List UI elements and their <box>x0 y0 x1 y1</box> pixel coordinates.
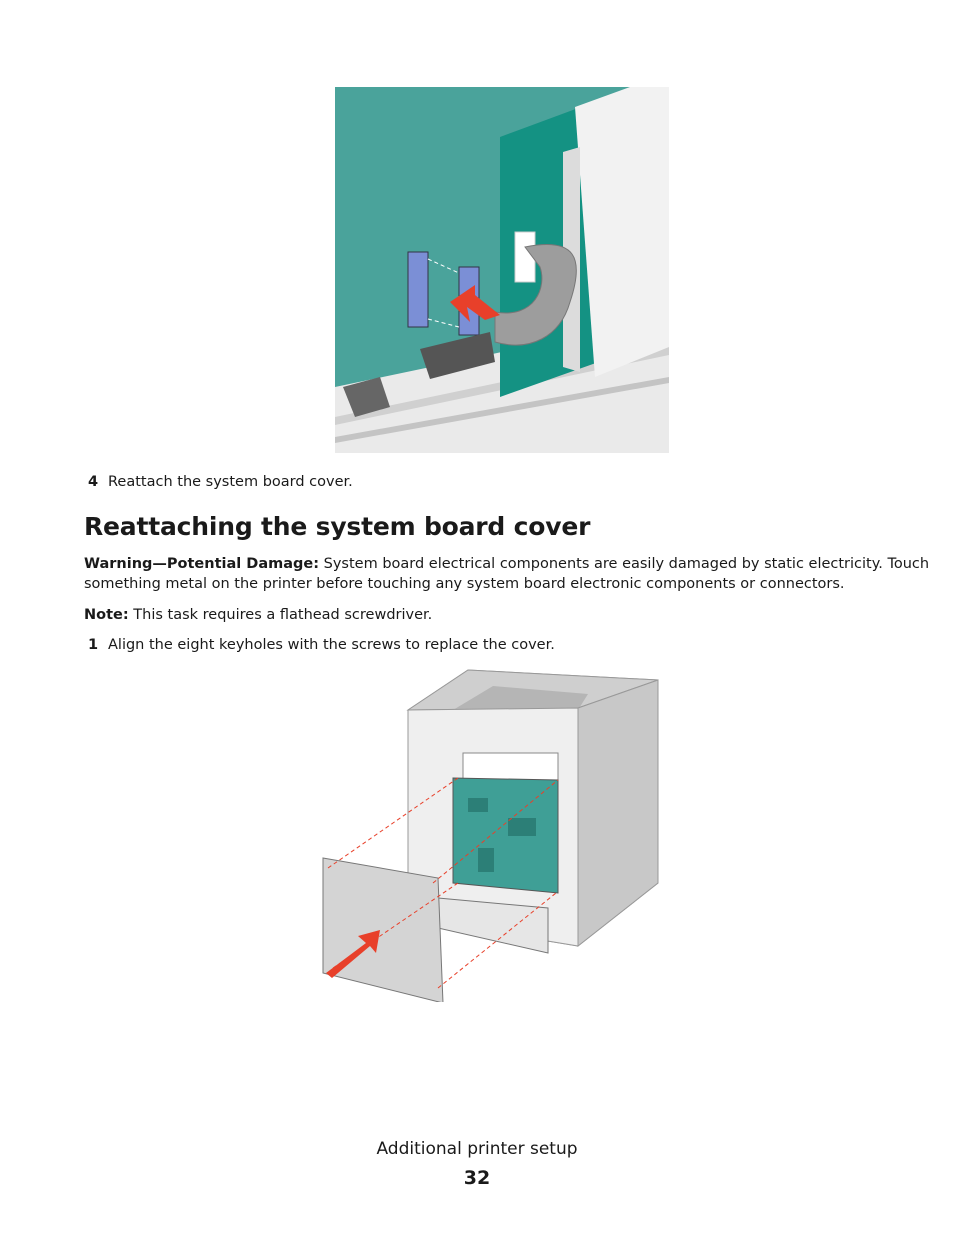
note-label: Note: <box>84 607 129 623</box>
section-title: Reattaching the system board cover <box>84 512 591 541</box>
cable-connection-illustration <box>335 87 669 453</box>
warning-paragraph: Warning—Potential Damage: System board e… <box>84 554 929 594</box>
page-number: 32 <box>463 1167 491 1189</box>
step-number: 1 <box>88 637 99 653</box>
warning-text-line2: something metal on the printer before to… <box>84 576 845 592</box>
step-number: 4 <box>88 474 99 490</box>
note-text: This task requires a flathead screwdrive… <box>133 607 433 623</box>
warning-label: Warning—Potential Damage: <box>84 556 320 572</box>
step-text: Align the eight keyholes with the screws… <box>108 637 555 653</box>
warning-text-line1: System board electrical components are e… <box>323 556 930 572</box>
printer-cover-illustration <box>318 668 660 1002</box>
step-4: 4 Reattach the system board cover. <box>88 472 688 492</box>
footer-title: Additional printer setup <box>376 1139 578 1159</box>
step-1: 1 Align the eight keyholes with the scre… <box>88 635 688 655</box>
step-text: Reattach the system board cover. <box>108 474 353 490</box>
note-paragraph: Note: This task requires a flathead scre… <box>84 605 432 625</box>
